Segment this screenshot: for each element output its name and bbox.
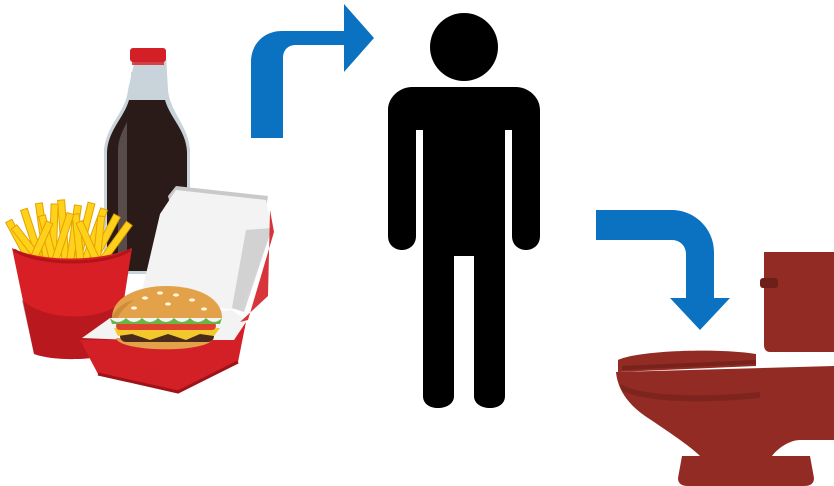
arrow-right-down-icon — [596, 210, 730, 330]
toilet-icon — [616, 252, 834, 486]
burger-icon — [110, 286, 222, 349]
person-icon — [388, 13, 540, 408]
arrow-up-right-icon — [251, 4, 374, 138]
fast-food-meal-icon — [6, 48, 274, 392]
